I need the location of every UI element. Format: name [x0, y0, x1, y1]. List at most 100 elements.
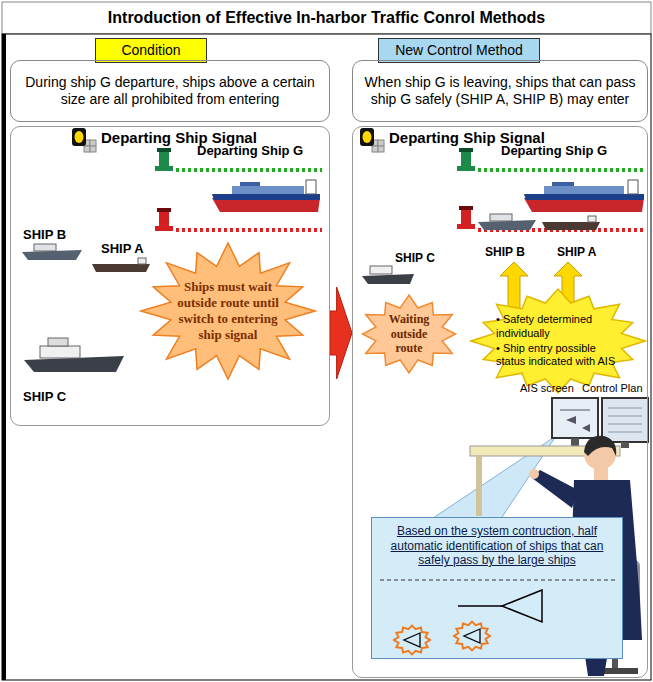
node-text: • Ship entry possible status indicated w… [496, 342, 620, 369]
red-buoy [155, 226, 173, 231]
departing-ship [524, 198, 644, 212]
ais-target [502, 590, 542, 622]
control-monitor [621, 442, 629, 448]
green-buoy [457, 166, 475, 171]
control-monitor [608, 416, 642, 417]
scene-panel: Departing Ship SignalDeparting Ship GSHI… [352, 126, 648, 678]
ais-monitor [552, 398, 598, 438]
signal-icon [75, 131, 84, 143]
burst-outline [363, 295, 456, 373]
alert-ring [394, 626, 430, 655]
frame [2, 2, 651, 34]
green-buoy [461, 152, 471, 166]
desk [476, 456, 482, 516]
signal-icon [84, 146, 90, 152]
departing-ship [552, 182, 574, 186]
node-text: Waiting outside route [378, 312, 440, 356]
operator [532, 470, 578, 508]
screen-label: Control Plan [582, 382, 643, 394]
departing-ship [306, 180, 316, 194]
ship-c [362, 274, 414, 284]
green-buoy [157, 148, 171, 152]
departing-ship [212, 198, 320, 212]
route-line [176, 170, 644, 230]
scene-label: Departing Ship G [197, 143, 303, 159]
scene-label: SHIP C [395, 251, 435, 266]
control-monitor [608, 408, 642, 409]
node-text: During ship G departure, ships above a c… [16, 74, 324, 108]
ship-b [34, 244, 56, 251]
burst-outline [141, 243, 315, 379]
route-line [176, 228, 322, 232]
scene-panel: Departing Ship SignalDeparting Ship GSHI… [10, 126, 330, 426]
ship-b [490, 214, 512, 221]
departing-ship [232, 186, 304, 194]
node-text: • Safety determined individually [496, 313, 620, 340]
route-line [176, 168, 322, 172]
route-line [478, 168, 644, 172]
departing-ship [628, 180, 638, 194]
ais-target [458, 605, 502, 607]
operator [529, 469, 539, 479]
alert-ring [454, 622, 490, 651]
signal-icon [360, 128, 374, 146]
node-text: When ship G is leaving, ships that can p… [358, 74, 642, 108]
departing-ship [544, 186, 624, 194]
burst-outline [471, 289, 645, 393]
scene-label: SHIP B [485, 245, 525, 260]
red-buoy [159, 212, 169, 226]
screen-label: AIS screen [520, 382, 574, 394]
control-monitor [608, 424, 642, 425]
ais-target [464, 629, 480, 643]
departing-ship [524, 194, 644, 200]
ship-b [22, 214, 536, 260]
info-burst: • Safety determined individually• Ship e… [469, 287, 647, 395]
green-buoy [155, 166, 173, 171]
ais-monitor [582, 424, 590, 432]
ship-a [542, 222, 600, 230]
departing-ship [212, 180, 644, 212]
green-buoy [159, 152, 169, 166]
signal-icon [378, 146, 384, 152]
operator [584, 436, 616, 456]
red-buoy [457, 224, 475, 229]
ship-a [138, 258, 146, 264]
condition-box: During ship G departure, ships above a c… [10, 60, 330, 122]
transition-arrow [330, 287, 352, 379]
warning-burst: Ships must wait outside route until swit… [139, 241, 317, 381]
departing-ship [212, 194, 320, 200]
waiting-burst: Waiting outside route [357, 293, 461, 375]
callout-box: Based on the system contruction, half au… [371, 517, 623, 659]
control-monitor [602, 398, 648, 442]
green-buoy [459, 148, 473, 152]
signal-icon [72, 128, 86, 146]
departing-ship [240, 182, 260, 186]
ship-c [40, 346, 80, 358]
method-box: When ship G is leaving, ships that can p… [352, 60, 648, 122]
red-buoy [461, 210, 471, 224]
scene-label: SHIP B [23, 227, 66, 243]
signal-icon [363, 131, 372, 143]
node-text: Based on the system contruction, half au… [378, 524, 616, 568]
signal-icon [378, 140, 384, 146]
red-buoy [459, 206, 473, 210]
ais-monitor [571, 438, 579, 446]
ais-target [404, 633, 420, 647]
scene-label: SHIP A [101, 241, 144, 257]
ship-a [92, 264, 150, 272]
scene-label: SHIP A [557, 245, 596, 260]
control-monitor [608, 432, 642, 433]
frame [2, 34, 6, 680]
ais-monitor [560, 410, 590, 411]
ship-c [48, 338, 68, 346]
red-buoy [157, 208, 171, 212]
node-text: Condition [121, 42, 180, 59]
burst-outline [469, 287, 647, 395]
scene-label: SHIP C [23, 389, 66, 405]
ship-c [370, 266, 392, 274]
title: Introduction of Effective In-harbor Traf… [2, 2, 651, 34]
signal-icon [90, 140, 96, 146]
signal-icon [90, 146, 96, 152]
